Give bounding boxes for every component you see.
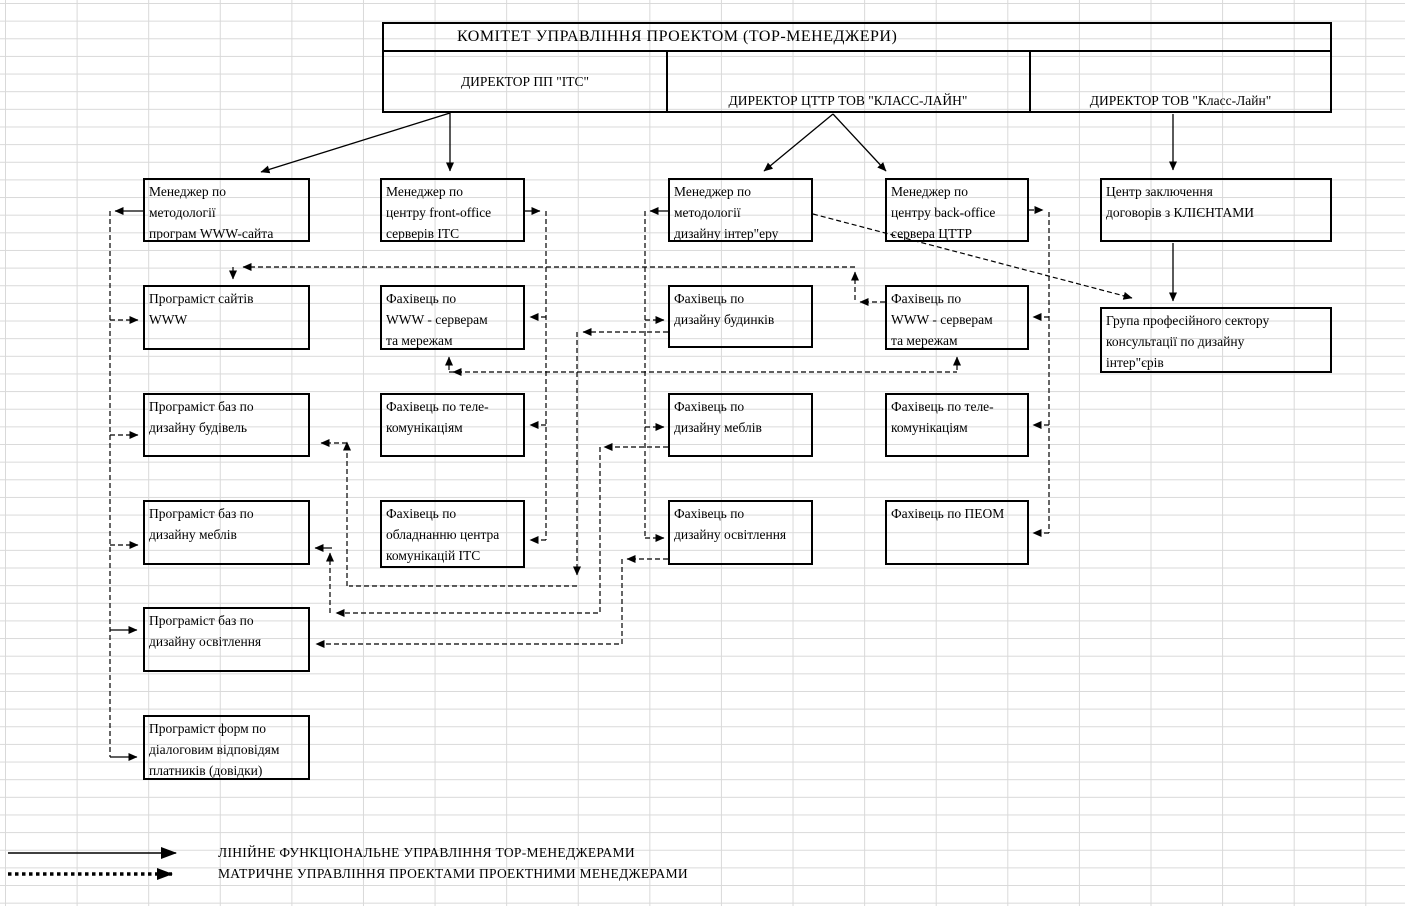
director-divider-2: [1029, 50, 1031, 113]
director-label: ДИРЕКТОР ЦТТР ТОВ "КЛАСС-ЛАЙН": [728, 93, 968, 108]
org-box-manager-www-methodology[interactable]: Менеджер по методології програм WWW-сайт…: [143, 178, 310, 242]
link-g3-step: [315, 559, 623, 648]
arrow-dir2-to-b41: [832, 113, 887, 172]
arrow-dir2-to-b31: [763, 113, 834, 172]
org-box-manager-back-office[interactable]: Менеджер по центру back-office сервера Ц…: [885, 178, 1029, 242]
org-box-specialist-telecom-cttr[interactable]: Фахівець по теле- комунікаціям: [885, 393, 1029, 457]
org-box-specialist-building-design[interactable]: Фахівець по дизайну будинків: [668, 285, 813, 348]
org-box-manager-interior-design[interactable]: Менеджер по методології дизайну інтер"ер…: [668, 178, 813, 242]
org-box-professional-consulting-group[interactable]: Група професійного сектору консультації …: [1100, 307, 1332, 373]
director-cell-cttr[interactable]: ДИРЕКТОР ЦТТР ТОВ "КЛАСС-ЛАЙН": [668, 93, 1028, 109]
legend-arrows: [8, 847, 177, 880]
org-box-programmer-db-buildings[interactable]: Програміст баз по дизайну будівель: [143, 393, 310, 457]
committee-title: КОМІТЕТ УПРАВЛІННЯ ПРОЕКТОМ (ТОР-МЕНЕДЖЕ…: [457, 28, 898, 45]
org-box-programmer-forms[interactable]: Програміст форм по діалоговим відповідям…: [143, 715, 310, 780]
director-cell-its[interactable]: ДИРЕКТОР ПП "ІТС": [384, 74, 666, 90]
arrow-dir1-to-b11: [260, 112, 451, 174]
org-box-manager-front-office[interactable]: Менеджер по центру front-office серверів…: [380, 178, 525, 242]
org-box-specialist-furniture-design[interactable]: Фахівець по дизайну меблів: [668, 393, 813, 457]
legend-linear-label: ЛІНІЙНЕ ФУНКЦІОНАЛЬНЕ УПРАВЛІННЯ ТОР-МЕН…: [218, 845, 635, 860]
org-box-specialist-lighting-design[interactable]: Фахівець по дизайну освітлення: [668, 500, 813, 565]
director-label: ДИРЕКТОР ТОВ "Класс-Лайн": [1089, 93, 1272, 108]
org-box-specialist-peom[interactable]: Фахівець по ПЕОМ: [885, 500, 1029, 565]
director-cell-klass-line[interactable]: ДИРЕКТОР ТОВ "Класс-Лайн": [1031, 93, 1330, 109]
org-box-specialist-www-servers-cttr[interactable]: Фахівець по WWW - серверам та мережам: [885, 285, 1029, 350]
legend-matrix-label: МАТРИЧНЕ УПРАВЛІННЯ ПРОЕКТАМИ ПРОЕКТНИМИ…: [218, 866, 688, 881]
org-box-programmer-www-sites[interactable]: Програміст сайтів WWW: [143, 285, 310, 350]
director-label: ДИРЕКТОР ПП "ІТС": [460, 74, 590, 89]
org-box-specialist-telecom-its[interactable]: Фахівець по теле- комунікаціям: [380, 393, 525, 457]
org-box-specialist-www-servers-its[interactable]: Фахівець по WWW - серверам та мережам: [380, 285, 525, 350]
org-box-programmer-db-furniture[interactable]: Програміст баз по дизайну меблів: [143, 500, 310, 565]
director-divider-1: [666, 50, 668, 113]
committee-title-box[interactable]: КОМІТЕТ УПРАВЛІННЯ ПРОЕКТОМ (ТОР-МЕНЕДЖЕ…: [382, 22, 1332, 50]
org-box-client-contracts-center[interactable]: Центр заключення договорів з КЛІЄНТАМИ: [1100, 178, 1332, 242]
org-box-specialist-equipment-its[interactable]: Фахівець по обладнанню центра комунікаці…: [380, 500, 525, 568]
directors-band: [382, 50, 1332, 113]
org-box-programmer-db-lighting[interactable]: Програміст баз по дизайну освітлення: [143, 607, 310, 672]
